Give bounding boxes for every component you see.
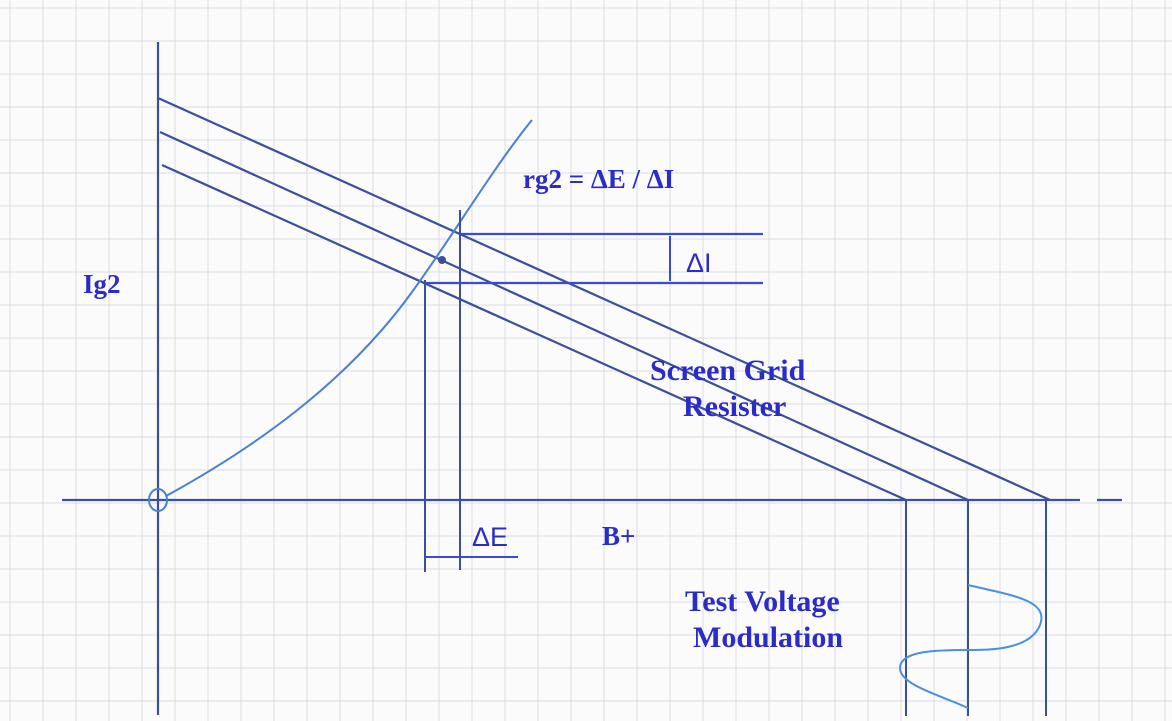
modulation-label-line1: Test Voltage xyxy=(685,585,840,618)
load-line-middle xyxy=(159,130,969,502)
x-axis-label: B+ xyxy=(602,521,635,551)
load-line-upper xyxy=(157,96,1051,502)
screen-current-curve xyxy=(165,119,533,497)
resistor-label-line2: Resister xyxy=(683,390,786,423)
resistor-label-line1: Screen Grid xyxy=(650,354,806,387)
modulation-wave xyxy=(898,584,1043,709)
delta-e-label: ΔE xyxy=(472,522,508,552)
modulation-label-line2: Modulation xyxy=(693,621,843,654)
operating-point xyxy=(438,256,446,264)
y-axis-label: Ig2 xyxy=(83,269,121,299)
load-line-lower xyxy=(161,163,907,502)
delta-i-label: ΔI xyxy=(686,248,712,278)
origin-circle xyxy=(148,488,168,512)
formula-label: rg2 = ΔE / ΔI xyxy=(523,164,674,194)
